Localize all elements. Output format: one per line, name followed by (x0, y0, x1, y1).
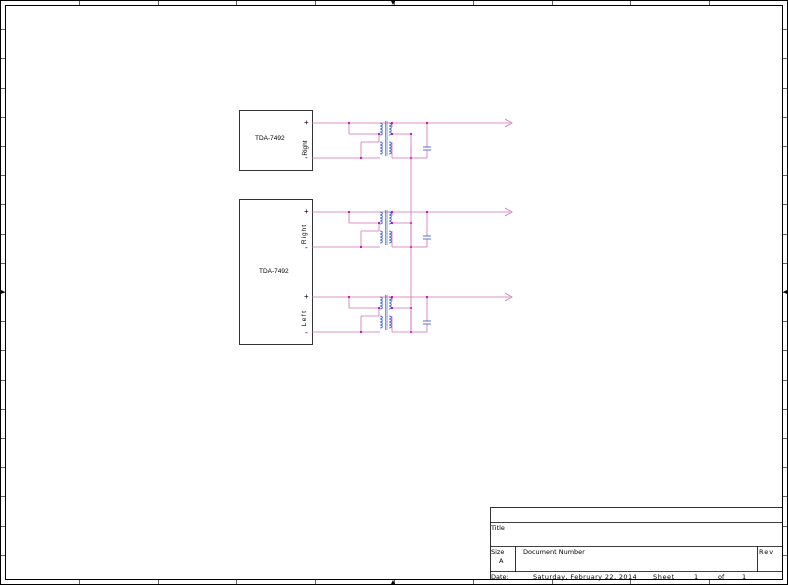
center-marker-left (1, 290, 5, 294)
transformer-secondary-upper (388, 296, 392, 310)
center-marker-bottom (391, 580, 395, 584)
chip-2-name: TDA-7492 (259, 268, 289, 275)
of-value: 1 (742, 573, 746, 581)
junction-node (409, 132, 413, 136)
chip-1-name: TDA-7492 (255, 135, 285, 142)
rev-label: Rev (759, 548, 774, 556)
title-label: Title (490, 524, 505, 532)
channel-circuit-3 (312, 292, 513, 334)
title-block (490, 507, 783, 580)
junction-node (390, 132, 394, 136)
junction-node (377, 306, 381, 310)
transformer-primary-lower (379, 141, 383, 155)
transformer-secondary-upper (388, 211, 392, 225)
chip-2-left-channel-label: Left (301, 310, 308, 327)
output-port-arrow (504, 118, 513, 128)
of-label: of (718, 573, 725, 581)
transformer-primary-lower (379, 315, 383, 329)
chip-1-channel-label: Right (302, 140, 309, 155)
center-marker-right (783, 290, 787, 294)
channel-circuit-1 (312, 118, 513, 160)
date-value: Saturday, February 22, 2014 (533, 573, 637, 581)
chip-2-left-plus-pin: + (304, 292, 309, 301)
junction-node (425, 121, 429, 125)
transformer-secondary-lower (388, 315, 392, 329)
amplifier-chip-2: TDA-7492 Right Left + - + - (239, 199, 313, 345)
junction-node (390, 221, 394, 225)
inner-border (5, 5, 783, 580)
junction-node (359, 245, 363, 249)
title-block-frame (490, 507, 783, 580)
junction-node (359, 330, 363, 334)
output-port-arrow (504, 207, 513, 217)
chip-1-body (239, 110, 313, 171)
sheet-value: 1 (694, 573, 698, 581)
junction-node (425, 295, 429, 299)
transformer-primary-lower (379, 230, 383, 244)
transformer-primary-upper (379, 296, 383, 310)
junction-node (390, 210, 394, 214)
chip-2-right-minus-pin: - (305, 243, 308, 252)
junction-node (390, 295, 394, 299)
amplifier-chip-1: TDA-7492 Right + - (239, 110, 313, 171)
junction-node (425, 210, 429, 214)
chip-2-body (239, 199, 313, 345)
size-value: A (499, 557, 504, 565)
transformer-secondary-upper (388, 122, 392, 136)
channel-circuit-2 (312, 207, 513, 249)
sheet-label: Sheet (653, 573, 675, 581)
transformer-primary-upper (379, 211, 383, 225)
junction-node (347, 295, 351, 299)
junction-node (359, 156, 363, 160)
chip-1-plus-pin: + (304, 118, 309, 127)
junction-node (347, 121, 351, 125)
chip-1-minus-pin: - (305, 153, 308, 162)
junction-node (347, 210, 351, 214)
center-marker-top (391, 1, 395, 5)
size-label: Size (491, 548, 504, 556)
junction-node (377, 132, 381, 136)
document-number-label: Document Number (523, 548, 585, 556)
output-port-arrow (504, 292, 513, 302)
junction-node (390, 306, 394, 310)
chip-2-right-plus-pin: + (304, 207, 309, 216)
junction-node (377, 221, 381, 225)
transformer-secondary-lower (388, 230, 392, 244)
transformer-secondary-lower (388, 141, 392, 155)
date-label: Date: (491, 573, 509, 581)
chip-2-right-channel-label: Right (301, 224, 308, 244)
junction-node (390, 121, 394, 125)
transformer-primary-upper (379, 122, 383, 136)
output-circuits (312, 118, 513, 334)
chip-2-left-minus-pin: - (305, 328, 308, 337)
